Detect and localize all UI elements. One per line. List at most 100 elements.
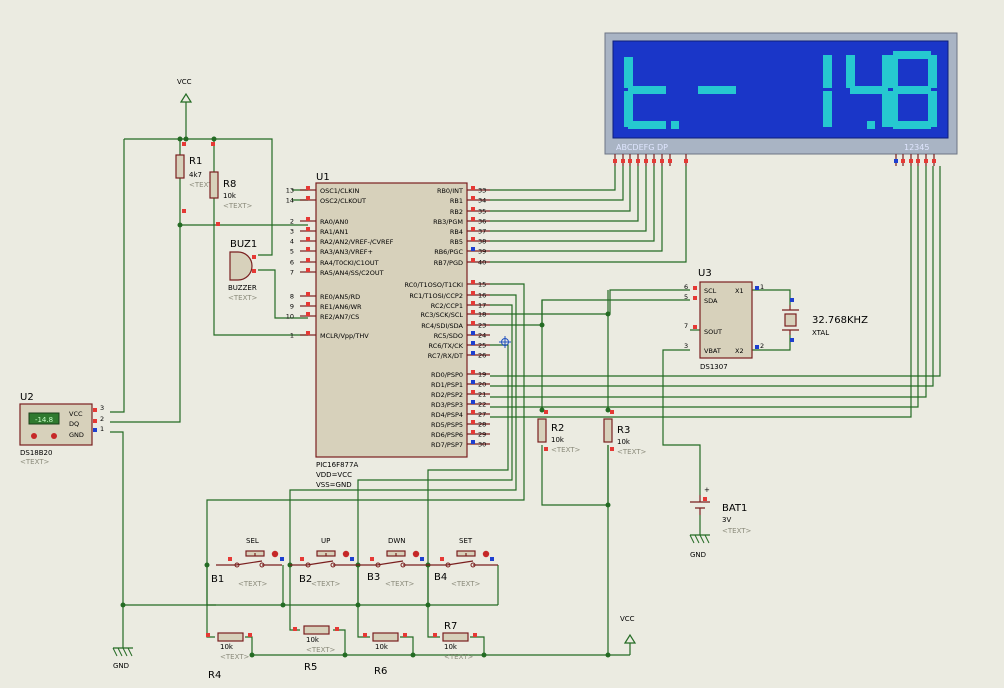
rtc-pin-sda: SDA <box>704 297 718 305</box>
svg-text:<TEXT>: <TEXT> <box>444 653 474 661</box>
mcu-pin-name: RE0/AN5/RD <box>320 293 360 301</box>
resistor-r7[interactable]: R7 10k <TEXT> <box>442 621 474 661</box>
digit-2-dash <box>698 86 736 94</box>
rtc-pin-vbat: VBAT <box>704 347 721 355</box>
mcu-pin-num: 9 <box>290 303 294 311</box>
svg-text:B2: B2 <box>299 574 312 585</box>
probe-marker-icon <box>499 336 511 348</box>
digit-pin-labels: 12345 <box>904 143 929 152</box>
mcu-vss: VSS=GND <box>316 481 352 489</box>
crystal-xtal[interactable]: 32.768KHZ XTAL <box>782 305 868 337</box>
button-b1-sel[interactable]: SEL B1 <TEXT> <box>211 537 282 588</box>
svg-text:DWN: DWN <box>388 537 406 545</box>
battery-text: <TEXT> <box>722 527 752 535</box>
mcu-pin-num: 26 <box>478 352 486 360</box>
mcu-pin-name: RA0/AN0 <box>320 218 348 226</box>
mcu-pin-name: RC7/RX/DT <box>428 352 463 360</box>
svg-text:<TEXT>: <TEXT> <box>189 181 219 189</box>
svg-text:10k: 10k <box>617 438 631 446</box>
button-b4-set[interactable]: SET B4 <TEXT> <box>428 537 498 588</box>
buzzer-ref: BUZ1 <box>230 239 257 250</box>
mcu-pin-name: RA2/AN2/VREF-/CVREF <box>320 238 394 246</box>
resistor-r1[interactable]: R1 4k7 <TEXT> <box>175 154 219 189</box>
battery-bat1[interactable]: + BAT1 3V <TEXT> GND <box>689 486 752 559</box>
battery-ref: BAT1 <box>722 503 747 514</box>
svg-text:R2: R2 <box>551 423 564 434</box>
mcu-pin-name: RC4/SDI/SDA <box>421 322 463 330</box>
mcu-pin-num: 2 <box>290 218 294 226</box>
button-b3-dwn[interactable]: DWN B3 <TEXT> <box>358 537 428 588</box>
mcu-pin-num: 3 <box>290 228 294 236</box>
resistor-r5[interactable]: 10k <TEXT> R5 <box>303 625 336 673</box>
mcu-pin-name: RA1/AN1 <box>320 228 348 236</box>
segment-pin-labels: ABCDEFG DP <box>616 143 668 152</box>
mcu-pin-num: 13 <box>286 187 294 195</box>
resistor-r8[interactable]: R8 10k <TEXT> <box>209 171 253 210</box>
pin-state-markers <box>93 142 936 637</box>
mcu-pin-name: RA3/AN3/VREF+ <box>320 248 373 256</box>
rtc-pin-x2: X2 <box>735 347 744 355</box>
svg-text:<TEXT>: <TEXT> <box>551 446 581 454</box>
svg-text:B4: B4 <box>434 572 447 583</box>
mcu-pin-name: RA4/T0CKI/C1OUT <box>320 259 379 267</box>
mcu-pin-name: RB2 <box>450 208 463 216</box>
junctions <box>120 136 611 658</box>
mcu-pin-name: RC1/T1OSI/CCP2 <box>409 292 463 300</box>
resistor-r2[interactable]: R2 10k <TEXT> <box>537 418 581 454</box>
sensor-pin-dq: DQ <box>69 420 79 428</box>
rtc-pin-num-7: 7 <box>684 322 688 330</box>
rtc-ds1307[interactable]: U3 DS1307 SCL SDA SOUT VBAT X1 X2 6 5 7 … <box>684 268 764 371</box>
mcu-pin-name: RC6/TX/CK <box>429 342 464 350</box>
rtc-pin-num-5: 5 <box>684 293 688 301</box>
sensor-reading: -14.8 <box>35 416 53 424</box>
seven-segment-display[interactable]: ABCDEFG DP 12345 <box>604 32 958 155</box>
svg-text:<TEXT>: <TEXT> <box>311 580 341 588</box>
gnd-terminal: GND <box>112 647 133 670</box>
battery-gnd-label: GND <box>690 551 706 559</box>
wiring <box>110 102 941 656</box>
sensor-ds18b20[interactable]: -14.8 U2 DS18B20 <TEXT> VCC DQ GND 3 2 1 <box>19 392 104 466</box>
mcu-pin-num: 4 <box>290 238 294 246</box>
battery-value: 3V <box>722 516 731 524</box>
buzzer-buz1[interactable]: BUZ1 BUZZER <TEXT> <box>228 239 258 302</box>
mcu-pin-name: RD5/PSP5 <box>431 421 463 429</box>
resistor-r4[interactable]: 10k <TEXT> R4 <box>208 632 250 681</box>
mcu-pin-name: RD0/PSP0 <box>431 371 463 379</box>
mcu-pin-name: RE2/AN7/CS <box>320 313 359 321</box>
rtc-pin-x1: X1 <box>735 287 744 295</box>
mcu-pin-num: 35 <box>478 208 486 216</box>
svg-text:R7: R7 <box>444 621 457 632</box>
mcu-pin-name: RB0/INT <box>437 187 463 195</box>
sensor-ref: U2 <box>20 392 34 403</box>
rtc-ref: U3 <box>698 268 712 279</box>
rtc-pin-scl: SCL <box>704 287 717 295</box>
svg-text:VCC: VCC <box>620 615 635 623</box>
mcu-pin-name: RD4/PSP4 <box>431 411 463 419</box>
mcu-pin-num: 1 <box>290 332 294 340</box>
mcu-pin-name: RD1/PSP1 <box>431 381 463 389</box>
mcu-pin-num: 40 <box>478 259 486 267</box>
rtc-pin-num-3: 3 <box>684 342 688 350</box>
digit-5-four <box>846 55 891 129</box>
svg-text:B1: B1 <box>211 574 224 585</box>
svg-text:<TEXT>: <TEXT> <box>220 653 250 661</box>
mcu-pin-name: RB1 <box>450 197 463 205</box>
mcu-pin-name: RB5 <box>450 238 463 246</box>
crystal-value: 32.768KHZ <box>812 315 868 326</box>
svg-text:SEL: SEL <box>246 537 259 545</box>
vcc-terminal-top: VCC <box>177 78 193 103</box>
mcu-pin-name: RB6/PGC <box>434 248 463 256</box>
mcu-pin-num: 39 <box>478 248 486 256</box>
svg-text:<TEXT>: <TEXT> <box>451 580 481 588</box>
mcu-pin-name: RC3/SCK/SCL <box>421 311 464 319</box>
resistor-r6[interactable]: 10k R6 <box>372 632 399 677</box>
mcu-pin-num: 22 <box>478 401 486 409</box>
resistor-r3[interactable]: R3 10k <TEXT> <box>603 418 647 456</box>
button-b2-up[interactable]: UP B2 <TEXT> <box>290 537 358 588</box>
mcu-pin-name: RC0/T1OSO/T1CKI <box>404 281 463 289</box>
sensor-pin-num-2: 2 <box>100 415 104 423</box>
svg-text:B3: B3 <box>367 572 380 583</box>
